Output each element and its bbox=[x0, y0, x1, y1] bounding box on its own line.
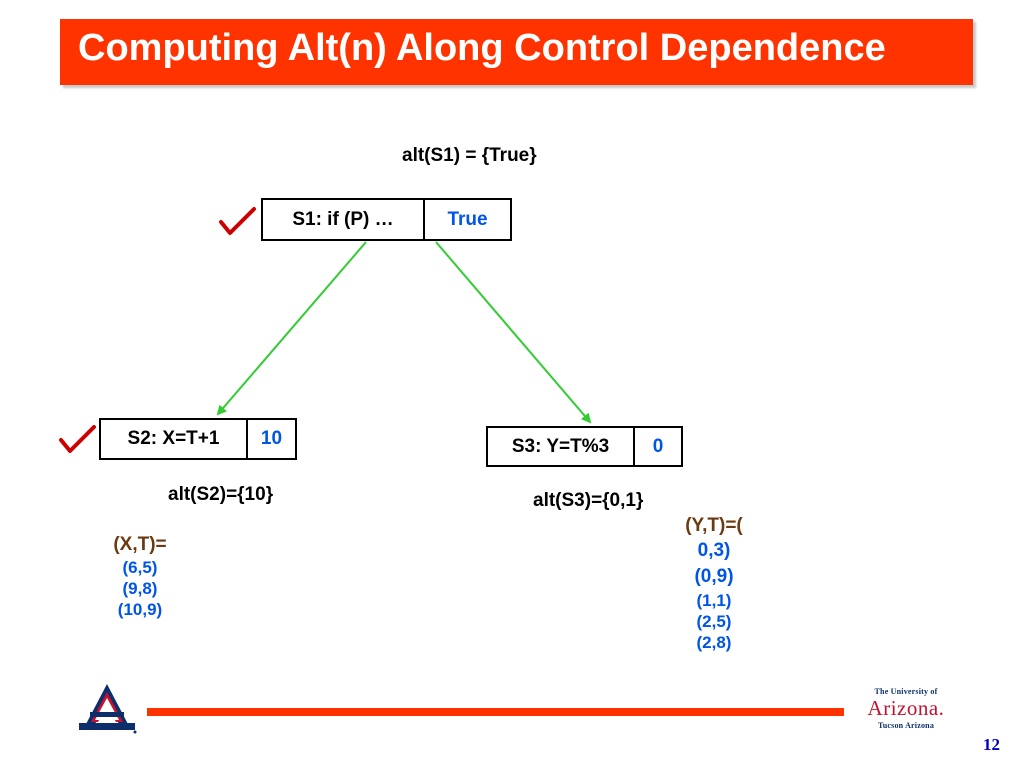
pair-item: (1,1) bbox=[696, 591, 732, 610]
pair-item: 0,3) bbox=[697, 540, 731, 561]
footer-divider bbox=[147, 708, 844, 716]
alt-s2-label: alt(S2)={10} bbox=[168, 484, 274, 505]
node-s3: S3: Y=T%3 0 bbox=[486, 426, 683, 467]
checkmark-icon bbox=[59, 425, 96, 453]
pair-item: (0,9) bbox=[694, 566, 734, 587]
alt-s1-label: alt(S1) = {True} bbox=[402, 145, 537, 166]
pairs-y-t: (Y,T)=( 0,3) (0,9) (1,1) (2,5) (2,8) bbox=[668, 514, 760, 653]
pair-item: (2,8) bbox=[696, 633, 732, 652]
pair-item: (10,9) bbox=[117, 600, 163, 619]
arrow-s1-to-s2 bbox=[216, 241, 367, 416]
page-number: 12 bbox=[983, 735, 1000, 754]
pairs-x-t-header: (X,T)= bbox=[113, 534, 167, 555]
node-s2-value: 10 bbox=[260, 428, 283, 449]
node-s3-statement: S3: Y=T%3 bbox=[488, 428, 635, 465]
wordmark-top: The University of bbox=[874, 687, 938, 696]
title-bar: Computing Alt(n) Along Control Dependenc… bbox=[60, 19, 973, 85]
university-a-logo-icon bbox=[79, 684, 137, 734]
node-s1: S1: if (P) … True bbox=[261, 198, 512, 241]
slide-title: Computing Alt(n) Along Control Dependenc… bbox=[78, 27, 886, 69]
node-s1-value: True bbox=[447, 208, 488, 230]
pairs-x-t: (X,T)= (6,5) (9,8) (10,9) bbox=[95, 533, 185, 620]
checkmark-icon bbox=[219, 207, 256, 235]
pair-item: (6,5) bbox=[122, 558, 158, 577]
pair-item: (2,5) bbox=[696, 612, 732, 631]
pair-item: (9,8) bbox=[122, 579, 158, 598]
node-s3-value: 0 bbox=[652, 435, 664, 457]
node-s1-statement: S1: if (P) … bbox=[263, 200, 425, 239]
wordmark-bottom: Tucson Arizona bbox=[877, 721, 935, 730]
arrow-s1-to-s3 bbox=[435, 241, 592, 424]
pairs-y-t-header: (Y,T)=( bbox=[685, 515, 743, 536]
university-wordmark: The University of Arizona. Tucson Arizon… bbox=[856, 688, 956, 730]
wordmark-name: Arizona. bbox=[867, 696, 945, 720]
node-s2-statement: S2: X=T+1 bbox=[101, 420, 248, 458]
alt-s3-label: alt(S3)={0,1} bbox=[533, 490, 644, 511]
node-s2: S2: X=T+1 10 bbox=[99, 418, 297, 460]
